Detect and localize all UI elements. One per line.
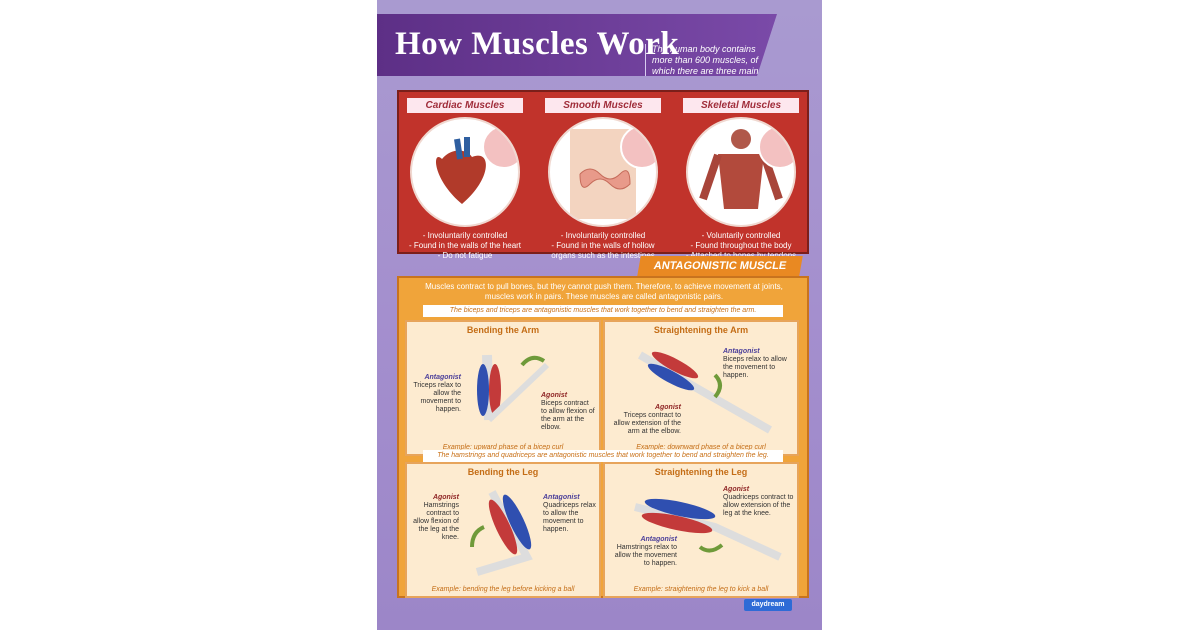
- body-illustration: [686, 117, 796, 227]
- cardiac-facts: - Involuntarily controlled - Found in th…: [403, 231, 527, 261]
- leg-caption: The hamstrings and quadriceps are antago…: [423, 450, 783, 462]
- leg-straighten-illustration: [634, 498, 782, 561]
- fact: - Found in the walls of the heart: [408, 241, 522, 250]
- note-text: Hamstrings relax to allow the movement t…: [614, 544, 677, 567]
- fact: - Found in the walls of hollow: [551, 241, 655, 250]
- title-banner: How Muscles Work The human body contains…: [377, 14, 777, 76]
- note-role: Antagonist: [723, 348, 760, 355]
- antagonistic-intro: Muscles contract to pull bones, but they…: [425, 282, 783, 301]
- note-role: Agonist: [541, 392, 568, 399]
- note-role: Antagonist: [543, 494, 580, 501]
- panel-example: Example: downward phase of a bicep curl: [636, 444, 766, 451]
- note-text: Triceps contract to allow extension of t…: [613, 412, 681, 435]
- publisher-logo: daydream: [744, 599, 792, 611]
- skeletal-muscles: Skeletal Muscles - Voluntarily controlle…: [679, 98, 803, 261]
- smooth-facts: - Involuntarily controlled - Found in th…: [541, 231, 665, 261]
- panel-example: Example: upward phase of a bicep curl: [442, 444, 564, 451]
- heart-illustration: [410, 117, 520, 227]
- cardiac-zoom-icon: [482, 125, 518, 169]
- antagonist-note: Antagonist Hamstrings relax to allow the…: [607, 536, 677, 568]
- agonist-note: Agonist Triceps contract to allow extens…: [609, 404, 681, 436]
- arm-bend-illustration: [477, 354, 550, 423]
- note-role: Agonist: [432, 494, 459, 501]
- panel-example: Example: bending the leg before kicking …: [431, 586, 575, 593]
- skeletal-label: Skeletal Muscles: [683, 98, 799, 113]
- fact: - Found throughout the body: [690, 241, 792, 250]
- note-text: Quadriceps relax to allow the movement t…: [543, 502, 596, 533]
- fact: - Involuntarily controlled: [560, 231, 646, 240]
- antagonistic-header: ANTAGONISTIC MUSCLE PAIRS: [637, 256, 803, 292]
- skeletal-facts: - Voluntarily controlled - Found through…: [679, 231, 803, 261]
- panel-title: Bending the Leg: [467, 467, 539, 477]
- panel-straightening-leg: Straightening the Leg Agonist Quadriceps…: [603, 462, 799, 598]
- agonist-note: Agonist Quadriceps contract to allow ext…: [723, 486, 795, 518]
- antagonist-note: Antagonist Biceps relax to allow the mov…: [723, 348, 793, 380]
- note-text: Hamstrings contract to allow flexion of …: [413, 502, 459, 541]
- poster: How Muscles Work The human body contains…: [377, 0, 822, 630]
- panel-straightening-arm: Straightening the Arm Antagonist Biceps …: [603, 320, 799, 456]
- fact: - Involuntarily controlled: [422, 231, 508, 240]
- agonist-note: Agonist Hamstrings contract to allow fle…: [411, 494, 459, 542]
- smooth-label: Smooth Muscles: [545, 98, 661, 113]
- muscle-types-panel: Cardiac Muscles - Involuntarily controll…: [397, 90, 809, 260]
- antagonist-note: Antagonist Triceps relax to allow the mo…: [411, 374, 461, 414]
- panel-bending-arm: Bending the Arm Antagonist Triceps relax…: [405, 320, 601, 456]
- intestine-illustration: [548, 117, 658, 227]
- skeletal-zoom-icon: [758, 125, 794, 169]
- arm-straighten-illustration: [637, 351, 772, 434]
- leg-bend-illustration: [470, 490, 533, 576]
- note-role: Agonist: [723, 486, 750, 493]
- cardiac-label: Cardiac Muscles: [407, 98, 523, 113]
- agonist-note: Agonist Biceps contract to allow flexion…: [541, 392, 595, 432]
- fact: - Voluntarily controlled: [701, 231, 781, 240]
- fact: - Do not fatigue: [437, 251, 493, 260]
- note-text: Quadriceps contract to allow extension o…: [723, 494, 794, 517]
- note-text: Biceps contract to allow flexion of the …: [541, 400, 595, 431]
- note-role: Antagonist: [424, 374, 461, 381]
- fact: organs such as the intestines: [551, 251, 655, 260]
- smooth-muscles: Smooth Muscles - Involuntarily controlle…: [541, 98, 665, 261]
- panel-example: Example: straightening the leg to kick a…: [633, 586, 769, 593]
- panel-bending-leg: Bending the Leg Agonist Hamstrings contr…: [405, 462, 601, 598]
- arm-caption: The biceps and triceps are antagonistic …: [423, 305, 783, 317]
- antagonist-note: Antagonist Quadriceps relax to allow the…: [543, 494, 597, 534]
- fact: - Attached to bones by tendons: [679, 251, 803, 261]
- note-role: Antagonist: [640, 536, 677, 543]
- panel-title: Straightening the Arm: [653, 325, 749, 335]
- panel-title: Bending the Arm: [466, 325, 540, 335]
- note-role: Agonist: [654, 404, 681, 411]
- antagonistic-section: Muscles contract to pull bones, but they…: [397, 276, 809, 598]
- note-text: Biceps relax to allow the movement to ha…: [723, 356, 787, 379]
- panel-title: Straightening the Leg: [654, 467, 748, 477]
- cardiac-muscles: Cardiac Muscles - Involuntarily controll…: [403, 98, 527, 261]
- intro-text: The human body contains more than 600 mu…: [645, 44, 770, 76]
- poster-title: How Muscles Work: [395, 26, 680, 62]
- note-text: Triceps relax to allow the movement to h…: [413, 382, 461, 413]
- smooth-zoom-icon: [620, 125, 656, 169]
